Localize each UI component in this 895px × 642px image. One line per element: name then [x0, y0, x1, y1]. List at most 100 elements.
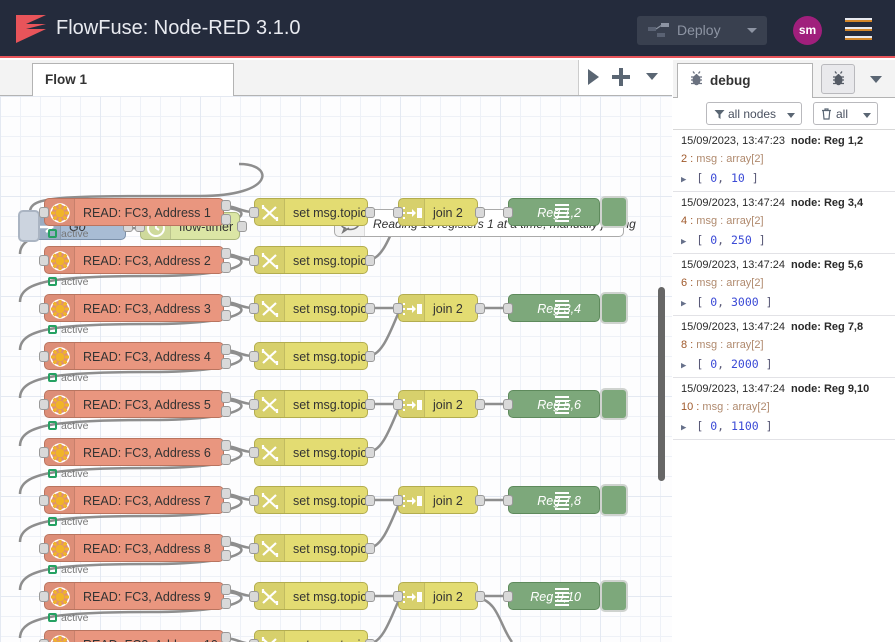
debug-toggle-button[interactable] — [600, 196, 628, 228]
canvas-scrollbar[interactable] — [658, 287, 665, 481]
join-node[interactable]: join 2 — [393, 198, 485, 226]
modbus-read-node[interactable]: READ: FC3, Address 8 — [39, 534, 231, 562]
chevron-down-icon[interactable] — [747, 28, 757, 33]
debug-toggle-button[interactable] — [600, 292, 628, 324]
plus-icon[interactable] — [611, 67, 631, 87]
output-port[interactable] — [221, 392, 231, 403]
output-port[interactable] — [365, 495, 375, 506]
debug-node[interactable]: Reg 5,6 — [503, 390, 600, 418]
output-port[interactable] — [365, 639, 375, 642]
expand-triangle-icon[interactable]: ▶ — [681, 361, 687, 371]
change-node[interactable]: set msg.topic — [249, 342, 375, 370]
input-port[interactable] — [39, 591, 49, 602]
tab-flow-1[interactable]: Flow 1 — [32, 63, 234, 96]
input-port[interactable] — [249, 399, 259, 410]
input-port[interactable] — [249, 543, 259, 554]
input-port[interactable] — [503, 495, 513, 506]
output-port[interactable] — [237, 221, 247, 232]
input-port[interactable] — [39, 543, 49, 554]
output-port[interactable] — [221, 536, 231, 547]
output-port[interactable] — [221, 296, 231, 307]
modbus-read-node[interactable]: READ: FC3, Address 3 — [39, 294, 231, 322]
change-node[interactable]: set msg.topic — [249, 390, 375, 418]
change-node[interactable]: set msg.topic — [249, 294, 375, 322]
output-port[interactable] — [221, 440, 231, 451]
debug-message-value[interactable]: ▶ [ 0, 2000 ] — [681, 357, 887, 371]
output-port[interactable] — [221, 454, 231, 465]
output-port[interactable] — [221, 598, 231, 609]
input-port[interactable] — [39, 639, 49, 642]
input-port[interactable] — [39, 351, 49, 362]
input-port[interactable] — [249, 447, 259, 458]
output-port[interactable] — [221, 310, 231, 321]
output-port[interactable] — [365, 399, 375, 410]
change-node[interactable]: set msg.topic — [249, 246, 375, 274]
output-port[interactable] — [221, 358, 231, 369]
tab-debug[interactable]: debug — [677, 63, 813, 98]
expand-triangle-icon[interactable]: ▶ — [681, 423, 687, 433]
change-node[interactable]: set msg.topic — [249, 582, 375, 610]
chevron-down-icon[interactable] — [863, 113, 871, 118]
inject-trigger-button[interactable] — [18, 210, 40, 242]
chevron-down-icon[interactable] — [870, 76, 882, 83]
modbus-read-node[interactable]: READ: FC3, Address 2 — [39, 246, 231, 274]
input-port[interactable] — [249, 591, 259, 602]
input-port[interactable] — [393, 591, 403, 602]
join-node[interactable]: join 2 — [393, 294, 485, 322]
change-node[interactable]: set msg.topic — [249, 534, 375, 562]
expand-triangle-icon[interactable]: ▶ — [681, 175, 687, 185]
debug-message-value[interactable]: ▶ [ 0, 10 ] — [681, 171, 887, 185]
output-port[interactable] — [365, 351, 375, 362]
modbus-read-node[interactable]: READ: FC3, Address 7 — [39, 486, 231, 514]
output-port[interactable] — [221, 262, 231, 273]
modbus-read-node[interactable]: READ: FC3, Address 10 — [39, 630, 231, 642]
modbus-read-node[interactable]: READ: FC3, Address 6 — [39, 438, 231, 466]
change-node[interactable]: set msg.topic — [249, 438, 375, 466]
input-port[interactable] — [249, 207, 259, 218]
output-port[interactable] — [475, 303, 485, 314]
output-port[interactable] — [221, 632, 231, 642]
output-port[interactable] — [221, 584, 231, 595]
hamburger-menu-icon[interactable] — [845, 18, 872, 42]
input-port[interactable] — [393, 399, 403, 410]
output-port[interactable] — [365, 591, 375, 602]
debug-node[interactable]: Reg 7,8 — [503, 486, 600, 514]
output-port[interactable] — [365, 255, 375, 266]
output-port[interactable] — [475, 591, 485, 602]
flow-canvas[interactable]: Reading 10 registers 1 at a time, manual… — [0, 96, 672, 642]
debug-toggle-button[interactable] — [600, 580, 628, 612]
modbus-read-node[interactable]: READ: FC3, Address 5 — [39, 390, 231, 418]
input-port[interactable] — [503, 303, 513, 314]
join-node[interactable]: join 2 — [393, 390, 485, 418]
input-port[interactable] — [249, 639, 259, 642]
modbus-read-node[interactable]: READ: FC3, Address 4 — [39, 342, 231, 370]
input-port[interactable] — [39, 303, 49, 314]
input-port[interactable] — [249, 495, 259, 506]
chevron-down-icon[interactable] — [787, 113, 795, 118]
clear-messages-dropdown[interactable]: all — [813, 102, 878, 125]
output-port[interactable] — [365, 543, 375, 554]
input-port[interactable] — [503, 399, 513, 410]
input-port[interactable] — [393, 303, 403, 314]
output-port[interactable] — [365, 447, 375, 458]
output-port[interactable] — [221, 200, 231, 211]
debug-toggle-button[interactable] — [600, 388, 628, 420]
debug-message-value[interactable]: ▶ [ 0, 1100 ] — [681, 419, 887, 433]
modbus-read-node[interactable]: READ: FC3, Address 9 — [39, 582, 231, 610]
debug-message-value[interactable]: ▶ [ 0, 3000 ] — [681, 295, 887, 309]
input-port[interactable] — [39, 399, 49, 410]
chevron-down-icon[interactable] — [646, 73, 658, 80]
open-debug-window-button[interactable] — [821, 64, 855, 94]
debug-toggle-button[interactable] — [600, 484, 628, 516]
output-port[interactable] — [221, 214, 231, 225]
debug-node[interactable]: Reg 9,10 — [503, 582, 600, 610]
change-node[interactable]: set msg.topic — [249, 630, 375, 642]
output-port[interactable] — [365, 207, 375, 218]
output-port[interactable] — [475, 495, 485, 506]
input-port[interactable] — [249, 303, 259, 314]
input-port[interactable] — [503, 591, 513, 602]
output-port[interactable] — [475, 399, 485, 410]
